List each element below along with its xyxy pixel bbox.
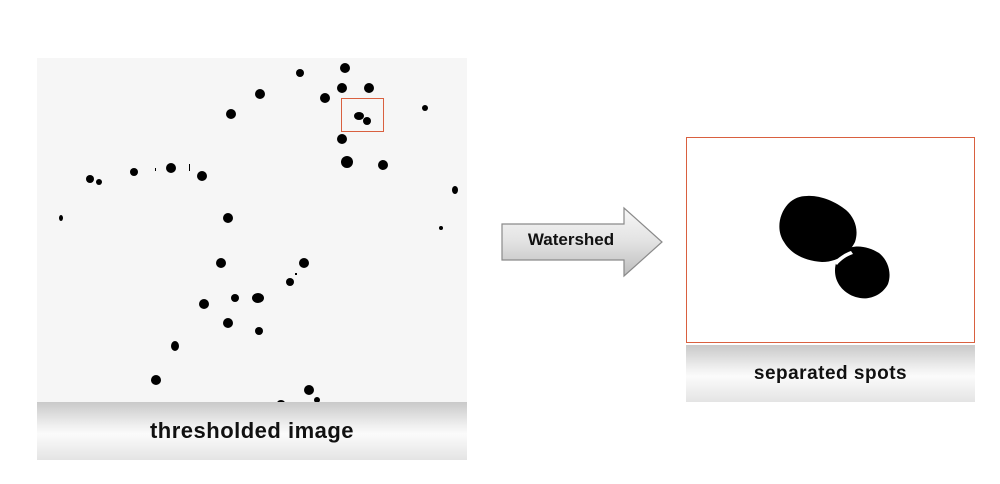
spot	[320, 93, 330, 103]
spot	[252, 293, 264, 303]
spot	[96, 179, 102, 185]
spot	[304, 385, 314, 395]
spot	[296, 69, 304, 77]
spot	[299, 258, 309, 268]
spot	[223, 318, 233, 328]
spot	[199, 299, 209, 309]
spot	[231, 294, 239, 302]
thresholded-spots	[59, 63, 458, 406]
separated-spots-panel	[686, 137, 975, 343]
spot	[835, 246, 890, 299]
spot	[354, 112, 364, 120]
spot	[255, 327, 263, 335]
spot	[166, 163, 176, 173]
spot	[223, 213, 233, 223]
spot	[337, 134, 347, 144]
spot	[286, 278, 294, 286]
spot	[86, 175, 94, 183]
spot	[452, 186, 458, 194]
spot	[216, 258, 226, 268]
spot	[59, 215, 63, 221]
spot	[363, 117, 371, 125]
thresholded-image-panel: thresholded image	[37, 58, 467, 460]
region-of-interest-box	[341, 98, 384, 132]
spot	[226, 109, 236, 119]
separated-spots-zoom	[779, 195, 890, 299]
right-arrow-icon	[501, 206, 663, 278]
spot	[337, 83, 347, 93]
spot	[151, 375, 161, 385]
spot	[364, 83, 374, 93]
spot	[779, 195, 857, 262]
spot	[378, 160, 388, 170]
spot	[341, 156, 353, 168]
spot	[130, 168, 138, 176]
spot	[439, 226, 443, 230]
spot	[255, 89, 265, 99]
spot	[422, 105, 428, 111]
thresholded-image-caption: thresholded image	[37, 402, 467, 460]
spot	[340, 63, 350, 73]
spot	[171, 341, 179, 351]
spot	[314, 397, 320, 403]
separated-spots-caption: separated spots	[686, 345, 975, 402]
spot	[197, 171, 207, 181]
watershed-label: Watershed	[527, 230, 615, 249]
